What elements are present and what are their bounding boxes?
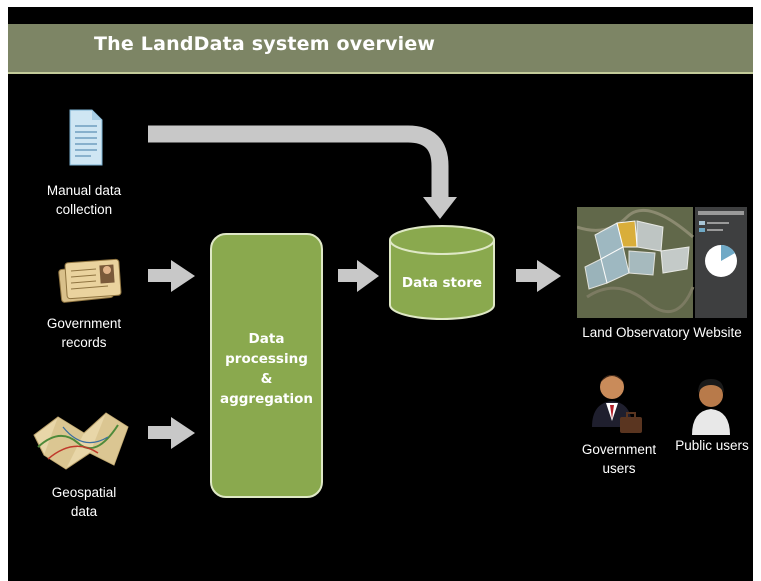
arrow-government-to-processing [148,260,195,292]
arrow-store-to-website [516,260,561,292]
website-screenshot [577,207,747,318]
processing-box: Data processing & aggregation [210,233,323,498]
businessman-icon [592,375,642,433]
manual-label-line-1: Manual data [46,183,122,198]
processing-line-4: aggregation [220,391,313,407]
diagram-graphics [33,109,730,470]
manual-label-line-2: collection [55,202,113,217]
arrow-processing-to-store [338,260,379,292]
government-users-line-2: users [602,461,636,476]
arrow-geospatial-to-processing [148,417,195,449]
folded-map-icon [33,412,129,470]
data-store-label: Data store [401,275,483,291]
map-thumbnail [577,207,747,318]
website-label: Land Observatory Website [582,325,742,340]
manual-collection-label: Manual data collection [34,181,134,219]
processing-line-2: processing [225,351,308,367]
geospatial-line-1: Geospatial [51,485,117,500]
processing-line-1: Data [248,331,285,347]
curved-arrow-head [423,197,457,219]
curved-arrow [148,125,449,197]
government-records-label: Government records [34,314,134,352]
government-users-label: Government users [571,440,667,478]
public-users-label: Public users [675,438,749,453]
slide: The LandData system overview [8,7,753,581]
government-records-line-1: Government [46,316,122,331]
slide-title: The LandData system overview [94,33,436,55]
data-store-cylinder [389,225,495,320]
geospatial-line-2: data [70,504,98,519]
title-bar: The LandData system overview [8,24,753,74]
person-icon [692,379,730,435]
government-users-line-1: Government [581,442,657,457]
geospatial-data-label: Geospatial data [34,483,134,521]
processing-line-3: & [260,371,273,387]
government-records-line-2: records [61,335,107,350]
id-card-icon [58,258,122,303]
document-icon [69,109,103,166]
processing-label: Data processing & aggregation [212,329,321,409]
